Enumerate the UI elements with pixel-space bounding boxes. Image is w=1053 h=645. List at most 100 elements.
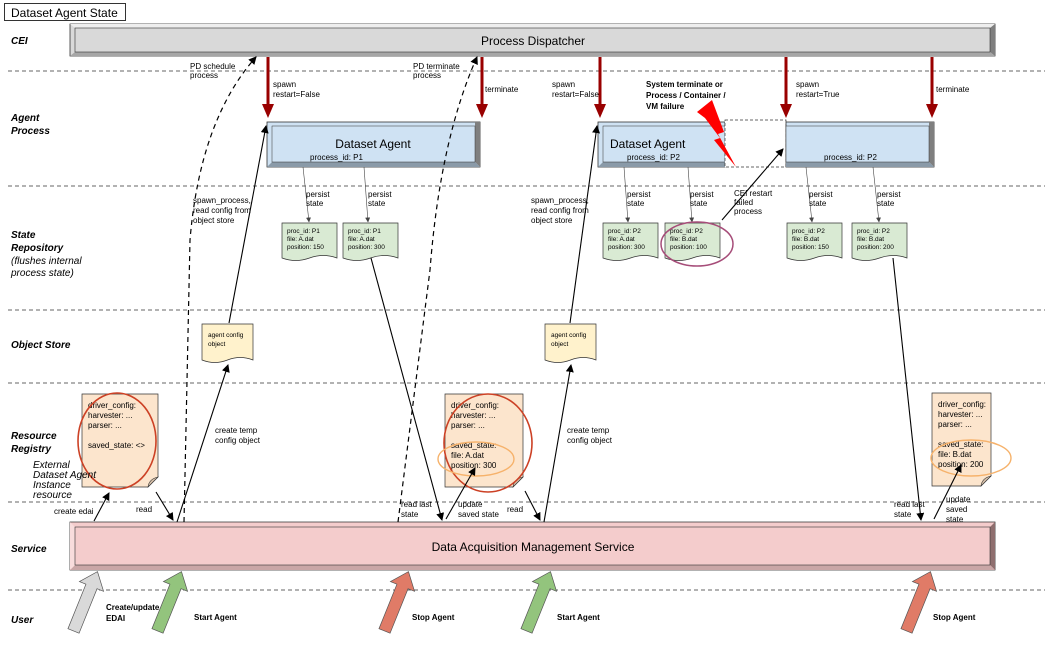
edai-document-line: harvester: ...: [88, 411, 132, 420]
edai-documents: driver_config: harvester: ... parser: ..…: [81, 392, 992, 488]
edai-document-line: harvester: ...: [451, 411, 495, 420]
process-dispatcher-bar: Process Dispatcher: [69, 23, 996, 57]
read-label: read: [507, 505, 523, 514]
user-action-arrow: [67, 571, 105, 634]
state-document-line: position: 150: [287, 244, 324, 251]
service-bar: Data Acquisition Management Service: [69, 521, 996, 571]
state-document-line: file: A.dat: [608, 236, 635, 243]
agent-process-id: process_id: P2: [627, 153, 680, 162]
pd-schedule-arrow: [183, 56, 257, 523]
read-label: read: [136, 505, 152, 514]
pd-dashed-arrows: [183, 56, 478, 523]
cei-call-label: terminate: [936, 85, 970, 94]
persist-arrows: [302, 166, 881, 223]
cei-call-arrows: [262, 57, 938, 118]
state-document-line: position: 100: [670, 244, 707, 251]
edai-document-line: position: 300: [451, 461, 497, 470]
edai-document-line: saved_state:: [451, 441, 496, 450]
agent-process-id: process_id: P2: [824, 153, 877, 162]
user-action-label: Stop Agent: [933, 613, 976, 622]
edai-document-line: driver_config:: [88, 401, 136, 410]
agent-box-p1: Dataset Agent process_id: P1: [266, 121, 481, 168]
state-document-line: file: A.dat: [348, 236, 375, 243]
agent-title: Dataset Agent: [335, 137, 411, 151]
state-document-line: position: 300: [608, 244, 645, 251]
terminate-arrow: [476, 57, 488, 118]
state-document-line: position: 200: [857, 244, 894, 251]
agent-config-object: agent config object: [201, 323, 254, 363]
terminate-arrow: [926, 57, 938, 118]
registry-arrows: [93, 464, 962, 522]
config-object-line: agent config: [208, 332, 244, 339]
lane-label-service: Service: [11, 544, 47, 555]
edai-document-line: parser: ...: [451, 421, 485, 430]
agent-box-p2: Dataset Agent process_id: P2: [597, 121, 726, 168]
spawn-arrow: [262, 57, 274, 118]
user-action-arrow: [378, 571, 416, 634]
edai-document-line: saved_state:: [938, 440, 983, 449]
read-last-state-arrows: [370, 257, 925, 521]
cei-call-label: terminate: [485, 85, 519, 94]
state-document-line: file: B.dat: [792, 236, 819, 243]
page-curl-icon: [980, 475, 992, 487]
agent-title: Dataset Agent: [610, 137, 686, 151]
create-edai-label: create edai: [54, 507, 94, 516]
process-dispatcher-label: Process Dispatcher: [481, 34, 585, 48]
lightning-bolt-icon: [697, 100, 736, 167]
edai-document-line: parser: ...: [938, 420, 972, 429]
user-action-label: Start Agent: [557, 613, 600, 622]
edai-document-line: driver_config:: [451, 401, 499, 410]
state-document-line: position: 150: [792, 244, 829, 251]
highlight-circle-red: [77, 392, 157, 490]
lane-separators: [8, 70, 1045, 591]
edai-document: driver_config: harvester: ... parser: ..…: [444, 393, 524, 488]
user-action-arrow: [520, 571, 558, 634]
config-object-line: object: [551, 341, 569, 348]
state-document-line: position: 300: [348, 244, 385, 251]
highlight-circle-orange: [437, 441, 515, 477]
agent-config-object: agent config object: [544, 323, 597, 363]
edai-document-line: parser: ...: [88, 421, 122, 430]
highlight-circle-purple: [660, 221, 734, 267]
config-object-line: agent config: [551, 332, 587, 339]
edai-document-line: file: A.dat: [451, 451, 485, 460]
state-document-line: proc_id: P1: [287, 228, 320, 235]
state-document-line: proc_id: P2: [857, 228, 890, 235]
state-document-line: file: B.dat: [857, 236, 884, 243]
state-document-line: proc_id: P2: [608, 228, 641, 235]
state-document-line: proc_id: P1: [348, 228, 381, 235]
diagram-title: Dataset Agent State: [4, 3, 126, 21]
state-document-line: file: B.dat: [670, 236, 697, 243]
config-objects: agent config object agent config object: [201, 323, 597, 363]
edai-document-line: harvester: ...: [938, 410, 982, 419]
user-action-label: Start Agent: [194, 613, 237, 622]
edai-document-line: file: B.dat: [938, 450, 972, 459]
config-object-line: object: [208, 341, 226, 348]
agent-box-p2-restarted: process_id: P2: [785, 121, 935, 168]
